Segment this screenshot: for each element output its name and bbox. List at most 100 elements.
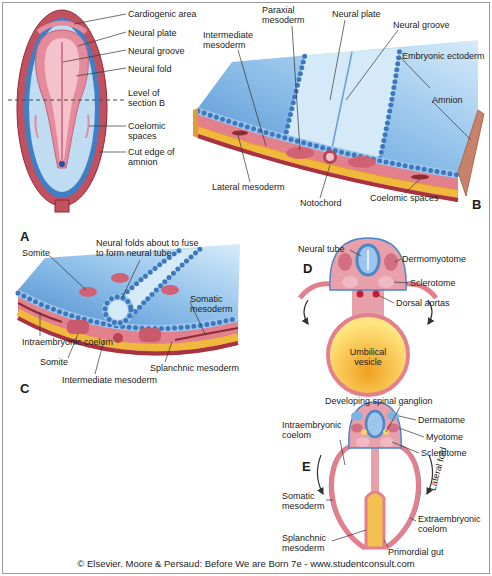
- part-label: Cut edge of amnion: [128, 147, 183, 167]
- leader-line: [399, 428, 424, 437]
- part-label: Paraxial mesoderm: [262, 5, 320, 25]
- neural-fold: [380, 48, 400, 158]
- amnion-cut-edge: [17, 10, 107, 206]
- paraxial-mesoderm: [348, 156, 376, 168]
- part-label: Primordial gut: [388, 547, 468, 557]
- part-label: Neural groove: [393, 20, 473, 30]
- leader-line: [386, 407, 400, 432]
- part-label: Splanchnic mesoderm: [282, 533, 332, 553]
- neural-tube: [357, 245, 379, 275]
- leader-line: [99, 152, 126, 153]
- notochord-core: [326, 153, 334, 161]
- somite: [161, 285, 179, 295]
- part-label: Neural folds about to fuse to form neura…: [96, 238, 206, 258]
- part-label: Coelomic spaces: [370, 193, 460, 203]
- leader-line: [122, 260, 140, 298]
- sclerotome: [380, 437, 394, 447]
- leader-line: [78, 32, 126, 46]
- intraembryonic-coelom: [175, 328, 238, 340]
- somite: [67, 320, 89, 334]
- leader-line: [76, 68, 126, 76]
- part-label: Lateral mesoderm: [212, 182, 302, 192]
- leader-lines: [40, 256, 205, 374]
- ectoderm-cells: [198, 111, 458, 175]
- coelomic-space: [35, 115, 88, 138]
- amnion: [458, 110, 484, 196]
- panel-letter: D: [303, 262, 312, 276]
- part-label: Coelomic spaces: [128, 121, 178, 141]
- part-label: Neural tube: [298, 244, 358, 254]
- part-label: Sclerotome: [421, 448, 487, 458]
- coelomic-space: [411, 175, 429, 180]
- neural-canal: [367, 250, 369, 270]
- leader-line: [394, 282, 408, 283]
- fold-arrow: [317, 455, 323, 494]
- frame: [3, 3, 490, 574]
- dorsal-aorta: [373, 291, 380, 298]
- leader-line: [320, 165, 330, 198]
- leader-line: [350, 250, 361, 256]
- fold-arrow: [304, 300, 308, 324]
- leader-line: [238, 50, 266, 146]
- dermomyotome: [384, 253, 398, 271]
- leader-line: [326, 500, 333, 501]
- leader-line: [74, 14, 126, 24]
- part-label: Lateral fold: [425, 439, 450, 500]
- leader-line: [400, 57, 430, 88]
- spinal-ganglion: [361, 429, 367, 435]
- part-label: Somatic mesoderm: [282, 491, 328, 511]
- part-label: Level of section B: [128, 88, 176, 108]
- dermomyotome: [338, 253, 352, 271]
- embryonic-disc: [29, 24, 95, 192]
- leader-lines: [350, 250, 408, 303]
- leader-line: [89, 126, 126, 127]
- panel-letter: A: [20, 230, 29, 244]
- dorsal-body: [349, 402, 401, 448]
- leader-lines: [238, 20, 471, 198]
- dermatome: [351, 412, 363, 421]
- leader-line: [340, 440, 345, 465]
- leader-lines: [63, 14, 126, 152]
- dorsal-aorta: [357, 291, 364, 298]
- ectoderm-layer: [198, 111, 458, 175]
- part-label: Cardiogenic area: [128, 9, 218, 19]
- surface-ectoderm: [385, 445, 420, 548]
- part-label: Somite: [40, 357, 90, 367]
- part-label: Somatic mesoderm: [190, 294, 245, 314]
- mesoderm: [198, 108, 458, 202]
- sclerotome: [356, 437, 370, 447]
- leader-line: [392, 442, 419, 453]
- neural-tube: [105, 297, 131, 323]
- part-label: Somite: [22, 248, 82, 258]
- leader-line: [332, 530, 366, 541]
- part-label: Sclerotome: [410, 278, 480, 288]
- neural-fold: [45, 38, 80, 160]
- part-label: Myotome: [426, 432, 486, 442]
- section-line: [8, 100, 124, 101]
- endoderm: [198, 130, 458, 194]
- part-label: Embryonic ectoderm: [402, 51, 486, 61]
- umbilical-vesicle: [328, 315, 408, 395]
- panel-letter: E: [302, 460, 311, 474]
- leader-line: [432, 101, 471, 140]
- part-label: Intraembryonic coelom: [282, 420, 346, 440]
- part-label: Developing spinal ganglion: [325, 396, 485, 406]
- lateral-plate: [300, 284, 332, 298]
- somite: [111, 273, 129, 283]
- leader-line: [238, 135, 250, 182]
- part-label: Umbilical vesicle: [338, 347, 398, 367]
- part-label: Dorsal aortas: [396, 298, 476, 308]
- somite: [139, 328, 161, 342]
- somatic-mesoderm: [385, 445, 418, 548]
- neural-groove: [332, 52, 352, 148]
- part-label: Splanchnic mesoderm: [150, 363, 250, 373]
- part-label: Neural plate: [332, 9, 402, 19]
- sclerotome: [378, 276, 394, 288]
- leader-line: [292, 26, 300, 150]
- amnion: [24, 18, 100, 198]
- part-label: Dermatome: [418, 415, 484, 425]
- leader-line: [378, 295, 394, 303]
- panel-letter: C: [20, 382, 29, 396]
- part-label: Dermomyotome: [402, 254, 482, 264]
